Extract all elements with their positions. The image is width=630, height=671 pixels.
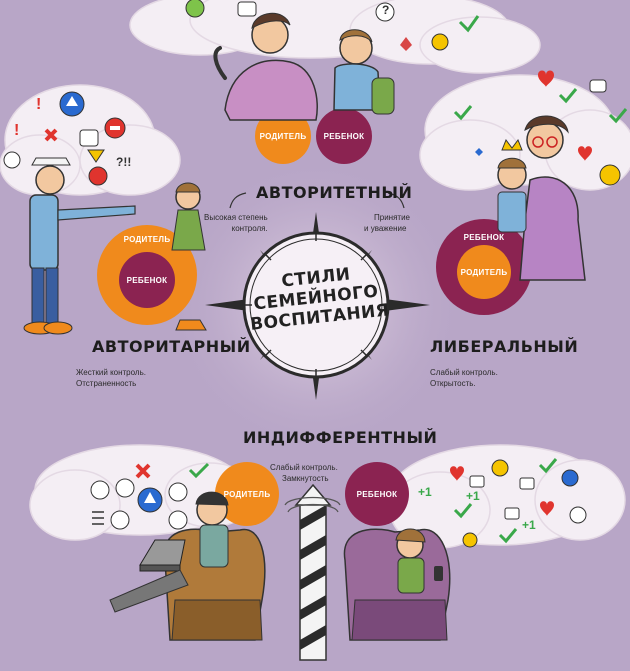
right-icons-cluster (453, 70, 628, 186)
compass-rose (205, 212, 430, 400)
striped-barrier-pole (284, 483, 341, 661)
son-figure-top (333, 29, 395, 115)
indifferent-child-figure (395, 528, 443, 594)
exclaim-icon: ! (36, 96, 42, 113)
left-armchair (163, 528, 266, 641)
mother-figure-top (213, 12, 318, 121)
top-cloud (129, 0, 541, 74)
authoritarian-label: АВТОРИТАРНЫЙ (92, 337, 251, 356)
question-icon: ? (382, 3, 390, 17)
bottom-right-cloud (389, 444, 626, 549)
pointer-arrows (229, 192, 405, 209)
indifferent-label: ИНДИФФЕРЕНТНЫЙ (243, 428, 438, 447)
liberal-grandmother-figure (519, 115, 586, 281)
authoritative-parent-label: РОДИТЕЛЬ (259, 132, 307, 141)
multi-question-icon: ?!! (116, 155, 132, 169)
plus-one-icon: +1 (418, 485, 432, 499)
liberal-boy-figure (497, 138, 527, 233)
liberal-label: ЛИБЕРАЛЬНЫЙ (430, 337, 579, 356)
liberal-parent-circle (457, 245, 511, 299)
authoritarian-man-figure (23, 157, 136, 335)
authoritative-child-label: РЕБЕНОК (323, 132, 365, 141)
indifferent-child-label: РЕБЕНОК (356, 490, 398, 499)
indifferent-child-circle (345, 462, 409, 526)
authoritarian-parent-label: РОДИТЕЛЬ (123, 235, 171, 244)
left-icons-cluster (3, 91, 126, 186)
liberal-desc: Слабый контроль. Открытость. (430, 368, 498, 388)
plus-one-icon: +1 (522, 518, 536, 532)
liberal-parent-label: РОДИТЕЛЬ (460, 268, 508, 277)
authoritative-desc-right: Принятие и уважение (364, 213, 410, 233)
top-icons-cluster (185, 0, 480, 51)
right-armchair (343, 528, 451, 641)
center-title: СТИЛИ СЕМЕЙНОГО ВОСПИТАНИЯ (249, 264, 390, 334)
bottom-right-icons-cluster (450, 458, 587, 548)
authoritarian-boy-figure (171, 182, 207, 331)
exclaim-icon: ! (14, 122, 20, 139)
authoritative-parent-circle (255, 108, 311, 164)
authoritative-child-circle (316, 108, 372, 164)
authoritarian-desc: Жесткий контроль. Отстраненность (76, 368, 146, 388)
authoritarian-child-label: РЕБЕНОК (126, 276, 168, 285)
authoritative-desc-left: Высокая степень контроля. (204, 213, 268, 233)
indifferent-desc: Слабый контроль. Замкнутость (270, 463, 338, 483)
indifferent-parent-figure (109, 491, 229, 613)
authoritative-label: АВТОРИТЕТНЫЙ (256, 183, 413, 202)
indifferent-parent-label: РОДИТЕЛЬ (223, 490, 271, 499)
liberal-child-label: РЕБЕНОК (463, 233, 505, 242)
plus-one-icon: +1 (466, 489, 480, 503)
bottom-left-icons-cluster (90, 462, 210, 530)
indifferent-parent-circle (215, 462, 279, 526)
authoritarian-child-circle (119, 252, 175, 308)
